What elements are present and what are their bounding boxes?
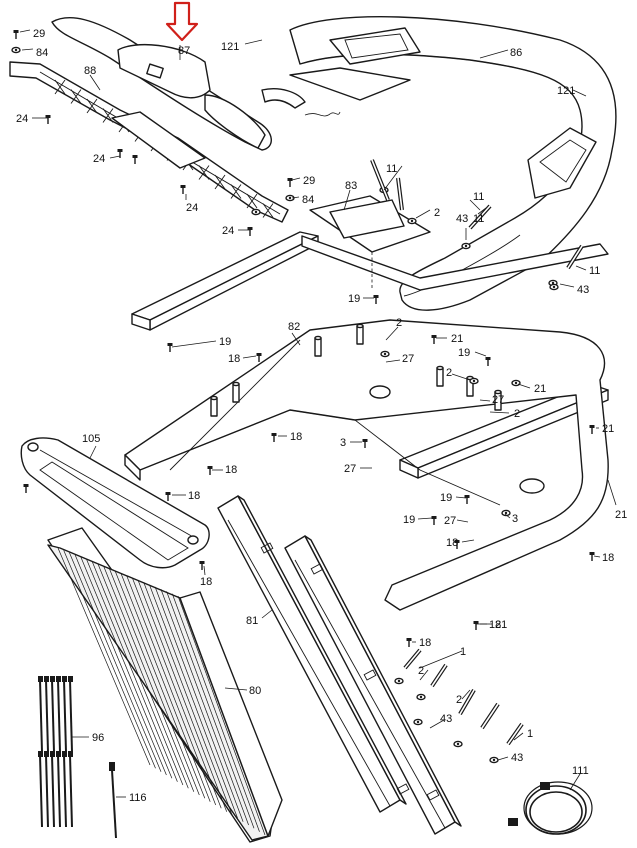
callout-29: 29 (303, 175, 315, 187)
callout-18: 18 (225, 464, 237, 476)
callout-18: 18 (489, 619, 501, 631)
callout-27: 27 (344, 463, 356, 475)
callout-80: 80 (249, 685, 261, 697)
callout-27: 27 (492, 394, 504, 406)
callout-24: 24 (93, 153, 105, 165)
callout-81: 81 (246, 615, 258, 627)
callout-21: 21 (615, 509, 627, 521)
callout-19: 19 (219, 336, 231, 348)
part-111-wire-harness (508, 781, 593, 835)
callout-105: 105 (82, 433, 100, 445)
callout-19: 19 (440, 492, 452, 504)
callout-18: 18 (228, 353, 240, 365)
part-83-main-frame (131, 195, 609, 479)
callout-29: 29 (33, 28, 45, 40)
callout-21: 21 (495, 619, 507, 631)
callout-19: 19 (348, 293, 360, 305)
callout-11: 11 (473, 213, 484, 225)
callout-121: 121 (557, 85, 575, 97)
part-116-wire-tie (109, 762, 117, 839)
down-arrow-icon (165, 1, 199, 42)
part-81-upright-tubes (217, 495, 462, 835)
callout-1: 1 (460, 646, 466, 658)
callout-19: 19 (403, 514, 415, 526)
callout-18: 18 (290, 431, 302, 443)
callout-43: 43 (511, 752, 523, 764)
callout-11: 11 (473, 191, 484, 203)
callout-3: 3 (340, 437, 346, 449)
callout-18: 18 (188, 490, 200, 502)
part-88-handrail-bracket (9, 61, 289, 223)
callout-21: 21 (602, 423, 614, 435)
callout-43: 43 (577, 284, 589, 296)
callout-2: 2 (514, 408, 520, 420)
callout-82: 82 (288, 321, 300, 333)
callout-24: 24 (186, 202, 198, 214)
callout-86: 86 (510, 47, 522, 59)
callout-121: 121 (221, 41, 239, 53)
callout-27: 27 (402, 353, 414, 365)
part-80-upright-cover (47, 527, 283, 843)
callout-84: 84 (302, 194, 314, 206)
part-87-console-cover (51, 16, 341, 151)
hardware-fasteners (11, 30, 595, 764)
callout-43: 43 (440, 713, 452, 725)
part-105-motor-hood (20, 437, 210, 569)
callout-2: 2 (418, 665, 424, 677)
callout-18: 18 (200, 576, 212, 588)
part-96-wire-ties (38, 676, 73, 828)
part-82-base-frame (124, 319, 609, 611)
callout-83: 83 (345, 180, 357, 192)
callout-111: 111 (572, 765, 589, 777)
callout-87: 87 (178, 45, 190, 57)
callout-19: 19 (458, 347, 470, 359)
part-86-console-frame (289, 16, 617, 311)
callout-11: 11 (386, 163, 397, 175)
callout-2: 2 (446, 367, 452, 379)
callout-24: 24 (16, 113, 28, 125)
callout-21: 21 (534, 383, 546, 395)
callout-27: 27 (444, 515, 456, 527)
callout-43: 43 (456, 213, 468, 225)
callout-2: 2 (434, 207, 440, 219)
callout-18: 18 (446, 537, 458, 549)
callout-24: 24 (222, 225, 234, 237)
callout-1: 1 (527, 728, 533, 740)
callout-84: 84 (36, 47, 48, 59)
callout-96: 96 (92, 732, 104, 744)
callout-21: 21 (451, 333, 463, 345)
callout-116: 116 (129, 792, 147, 804)
callout-11: 11 (589, 265, 600, 277)
callout-3: 3 (512, 513, 518, 525)
callout-88: 88 (84, 65, 96, 77)
callout-18: 18 (419, 637, 431, 649)
callout-2: 2 (396, 317, 402, 329)
callout-18: 18 (602, 552, 614, 564)
callout-2: 2 (456, 694, 462, 706)
